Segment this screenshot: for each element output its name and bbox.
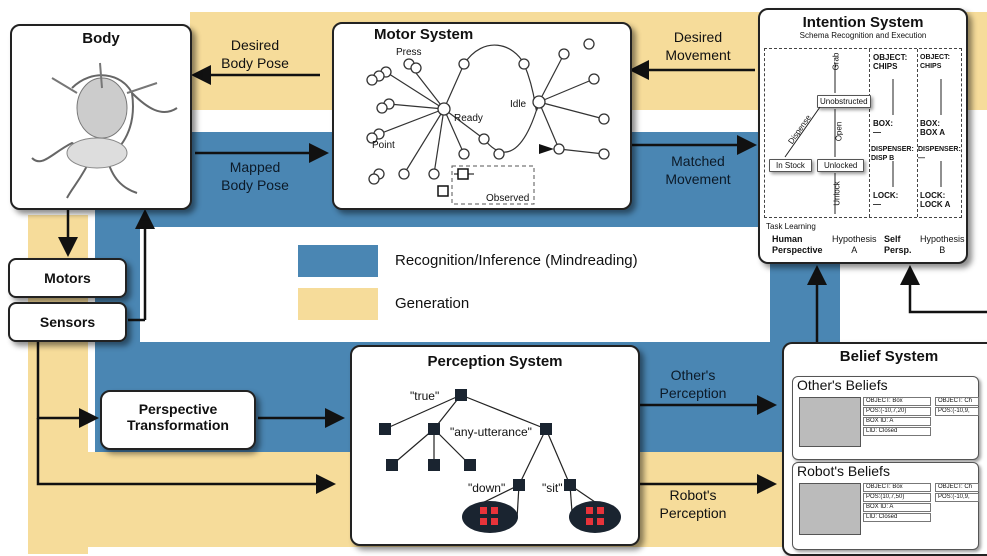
legend-recognition-label: Recognition/Inference (Mindreading) (395, 252, 638, 269)
others-field-lid: LID: Closed (863, 427, 931, 436)
state-unlocked: Unlocked (817, 159, 865, 172)
perspective-label-1: Perspective (138, 401, 218, 417)
white-inner (140, 227, 795, 342)
motor-system-box: Motor System (332, 22, 632, 210)
intention-system-title: Intention System (802, 14, 924, 31)
hyp-a-box: BOX:— (873, 119, 893, 137)
motors-box: Motors (8, 258, 127, 298)
state-unobstructed: Unobstructed (817, 95, 871, 108)
legend-generation-swatch (298, 288, 378, 320)
motor-state-graph (366, 38, 610, 205)
body-title: Body (82, 30, 120, 47)
intention-system-subtitle: Schema Recognition and Execution (799, 31, 927, 40)
legend-generation-label: Generation (395, 295, 470, 312)
label-press: Press (396, 47, 422, 58)
robots-field-pos: POS:(10,7,50) (863, 493, 931, 502)
others-beliefs-card: Other's Beliefs OBJECT: Box POS:(-10,7,2… (792, 376, 979, 460)
label-down: "down" (468, 481, 506, 495)
motors-label: Motors (44, 270, 91, 286)
task-learning-label: Task Learning (766, 222, 816, 231)
others-field-pos: POS:(-10,7,20) (863, 407, 931, 416)
hyp-b-box: BOX:BOX A (920, 119, 946, 137)
perspective-label-2: Transformation (127, 417, 229, 433)
recognition-band-right (770, 250, 840, 350)
robots-field-boxid: BOX ID: A (863, 503, 931, 512)
others-beliefs-title: Other's Beliefs (797, 377, 888, 393)
perception-system-box: Perception System "true" "any-utterance"… (350, 345, 640, 546)
label-ready: Ready (454, 113, 483, 124)
sensors-box: Sensors (8, 302, 127, 342)
hyp-a-lock: LOCK:— (873, 191, 899, 209)
hyp-a-dispenser: DISPENSER:DISP B (871, 146, 914, 162)
others-scene-image (799, 397, 861, 447)
belief-system-title: Belief System (839, 348, 939, 365)
robots-field2-object: OBJECT: Ch (935, 483, 979, 492)
hypothesis-a-divider (869, 49, 870, 217)
schema-arrows (784, 63, 942, 214)
hypothesis-b-divider (917, 49, 918, 217)
hyp-a-object: OBJECT:CHIPS (873, 53, 908, 71)
hyp-b-object: OBJECT:CHIPS (920, 54, 950, 70)
robots-field-lid: LID: Closed (863, 513, 931, 522)
arrow-sensors-perspective (36, 338, 99, 428)
label-sit: "sit" (542, 481, 563, 495)
schema-panel: Unobstructed In Stock Unlocked Grab Open… (764, 48, 962, 218)
others-field-boxid: BOX ID: A (863, 417, 931, 426)
intention-system-box: Intention System Schema Recognition and … (758, 8, 968, 264)
label-observed: Observed (486, 193, 530, 204)
others-field2-object: OBJECT: Ch (935, 397, 979, 406)
others-field2-pos: POS:(-10,9, (935, 407, 979, 416)
label-point: Point (372, 140, 395, 151)
state-in-stock: In Stock (769, 159, 812, 172)
body-box: Body (10, 24, 192, 210)
robots-scene-image (799, 483, 861, 535)
perspective-transformation-box: Perspective Transformation (100, 390, 256, 450)
arrow-belief-intention-b (900, 265, 987, 314)
motor-system-title: Motor System (374, 26, 474, 43)
hyp-b-lock: LOCK:LOCK A (920, 191, 951, 209)
others-field-object: OBJECT: Box (863, 397, 931, 406)
perception-system-title: Perception System (427, 353, 563, 370)
legend-recognition-swatch (298, 245, 378, 277)
robots-beliefs-title: Robot's Beliefs (797, 463, 890, 479)
label-true: "true" (410, 389, 440, 403)
label-any-utterance: "any-utterance" (450, 425, 532, 439)
belief-system-box: Belief System Other's Beliefs OBJECT: Bo… (782, 342, 987, 556)
hyp-b-dispenser: DISPENSER:— (918, 146, 961, 162)
perception-tree (379, 389, 621, 533)
arrow-sensors-perception (36, 418, 336, 494)
label-idle: Idle (510, 99, 527, 110)
body-sketch-icon (31, 62, 178, 199)
robots-field2-pos: POS:(-10,9, (935, 493, 979, 502)
sensors-label: Sensors (39, 314, 96, 330)
robots-beliefs-card: Robot's Beliefs OBJECT: Box POS:(10,7,50… (792, 462, 979, 550)
robots-field-object: OBJECT: Box (863, 483, 931, 492)
